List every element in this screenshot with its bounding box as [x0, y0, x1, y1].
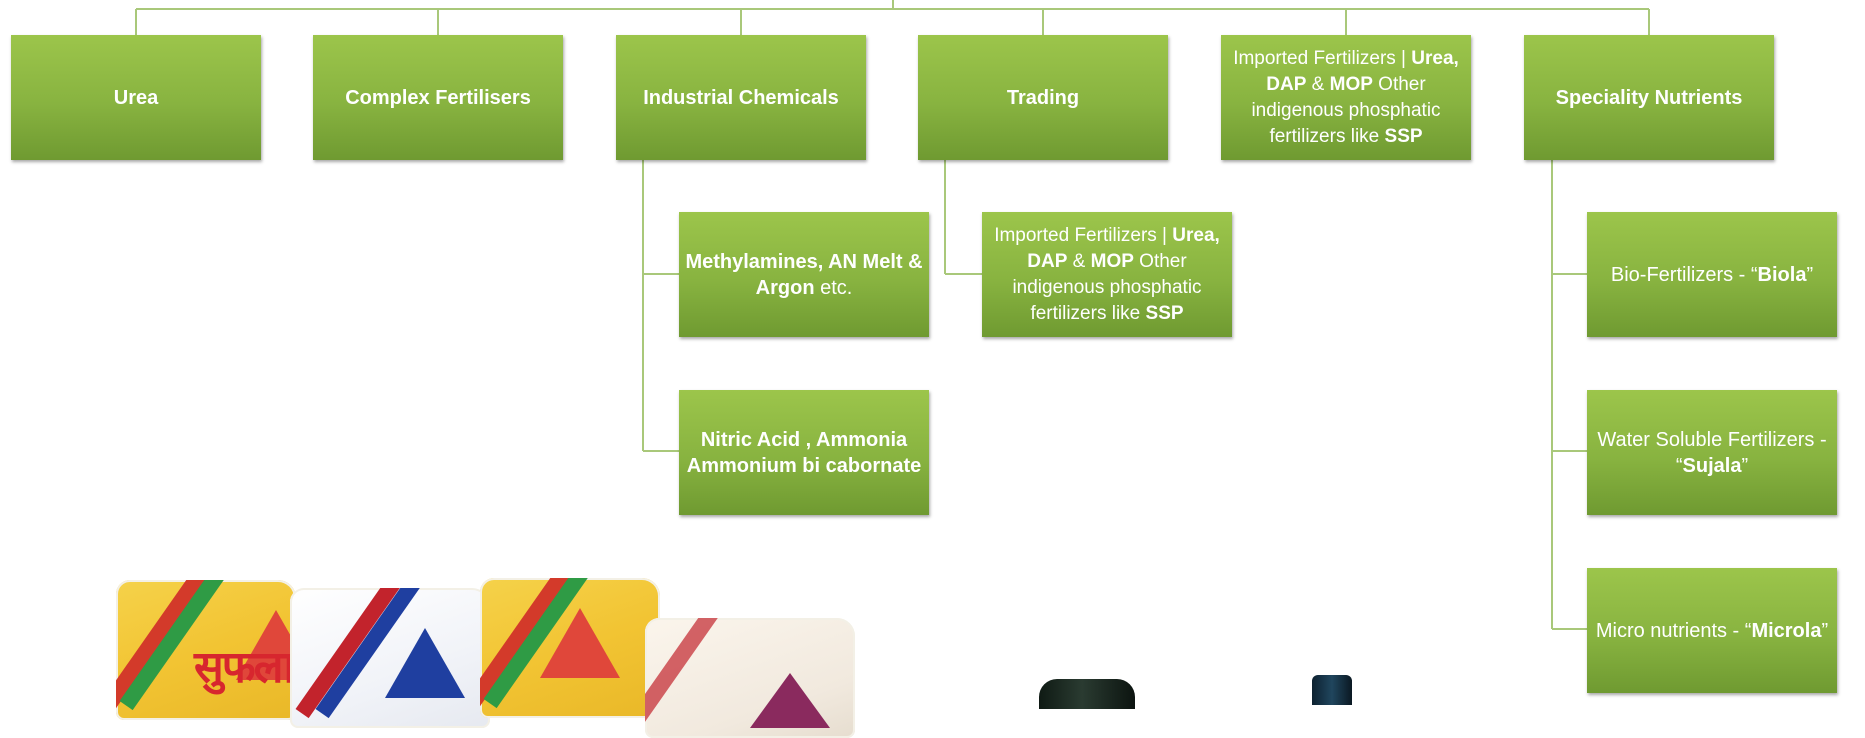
node-complex-fertilisers: Complex Fertilisers [313, 35, 563, 160]
bag-pale-icon [645, 618, 855, 738]
node-nitric-acid-label: Nitric Acid , Ammonia Ammonium bi caborn… [686, 428, 922, 477]
node-biola: Bio-Fertilizers - “Biola” [1587, 212, 1837, 337]
bag-yellow-icon: सुफला [116, 580, 296, 720]
node-methylamines-label: Methylamines, AN Melt & Argon etc. [685, 250, 923, 299]
node-trading: Trading [918, 35, 1168, 160]
node-nitric-acid: Nitric Acid , Ammonia Ammonium bi caborn… [679, 390, 929, 515]
node-microla: Micro nutrients - “Microla” [1587, 568, 1837, 693]
fertilizer-bags-photo: सुफला [110, 570, 860, 738]
org-chart: Urea Complex Fertilisers Industrial Chem… [11, 0, 1837, 738]
node-trading-imported-fertilizers-label: Imported Fertilizers | Urea, DAP & MOP O… [994, 224, 1220, 324]
node-methylamines: Methylamines, AN Melt & Argon etc. [679, 212, 929, 337]
node-microla-label: Micro nutrients - “Microla” [1595, 619, 1829, 642]
node-imported-fertilizers-label: Imported Fertilizers | Urea, DAP & MOP O… [1233, 47, 1459, 147]
node-industrial-chemicals-label: Industrial Chemicals [643, 86, 839, 109]
node-speciality-nutrients: Speciality Nutrients [1524, 35, 1774, 160]
node-sujala: Water Soluble Fertilizers - “Sujala” [1587, 390, 1837, 515]
node-speciality-nutrients-label: Speciality Nutrients [1555, 86, 1743, 109]
bag-white-icon [290, 588, 490, 728]
node-trading-imported-fertilizers: Imported Fertilizers | Urea, DAP & MOP O… [982, 212, 1232, 337]
connector-lines [135, 0, 1650, 630]
node-imported-fertilizers: Imported Fertilizers | Urea, DAP & MOP O… [1221, 35, 1471, 160]
bottle-tall-icon [1312, 675, 1352, 705]
node-biola-label: Bio-Fertilizers - “Biola” [1610, 263, 1814, 286]
node-industrial-chemicals: Industrial Chemicals [616, 35, 866, 160]
node-sujala-label: Water Soluble Fertilizers - “Sujala” [1597, 428, 1827, 477]
bag-yellow-2-icon [480, 578, 660, 718]
liquid-bottles-photo [1030, 665, 1390, 709]
node-complex-fertilisers-label: Complex Fertilisers [345, 86, 531, 109]
bottle-dark-icon [1039, 679, 1135, 709]
node-trading-label: Trading [1006, 86, 1080, 109]
node-urea-label: Urea [113, 86, 159, 109]
node-urea: Urea [11, 35, 261, 160]
